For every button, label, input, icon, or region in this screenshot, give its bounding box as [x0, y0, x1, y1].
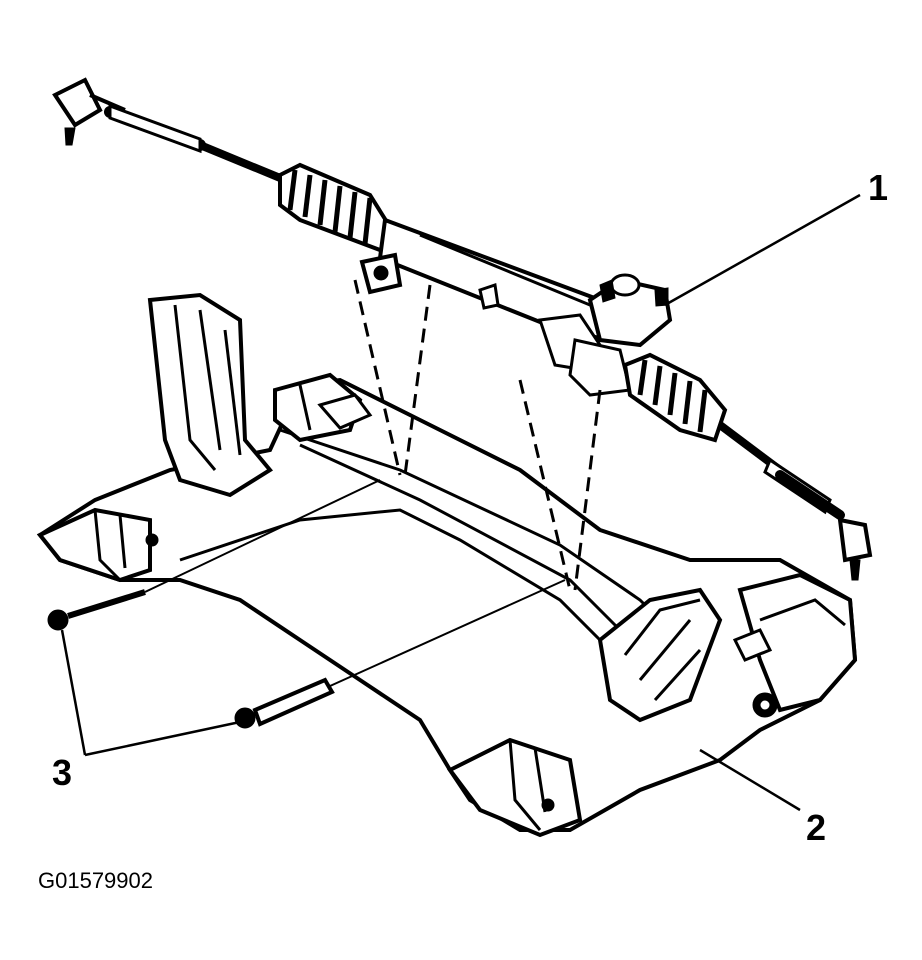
leader-lines	[60, 193, 861, 812]
left-bellows-boot	[278, 162, 398, 253]
alignment-guides	[353, 279, 602, 591]
left-tie-rod-end	[52, 77, 126, 146]
figure-id: G01579902	[38, 868, 153, 893]
callout-label-3: 3	[52, 752, 72, 793]
bolt-icon	[234, 579, 566, 729]
leader-line-3a	[60, 629, 87, 756]
callout-label-2: 2	[806, 807, 826, 848]
frame-crossmember	[36, 292, 858, 838]
leader-line-2	[699, 748, 801, 812]
leader-line-1	[664, 193, 861, 307]
leader-line-3b	[84, 720, 241, 757]
steering-gear	[52, 77, 873, 581]
left-mount-bushing	[359, 252, 403, 295]
mounting-bolts	[47, 479, 566, 729]
right-bellows-boot	[622, 352, 728, 443]
bolt-icon	[47, 479, 381, 631]
callout-label-1: 1	[868, 167, 888, 208]
pinion-valve-housing	[537, 273, 673, 397]
right-tie-rod-end	[837, 517, 873, 581]
